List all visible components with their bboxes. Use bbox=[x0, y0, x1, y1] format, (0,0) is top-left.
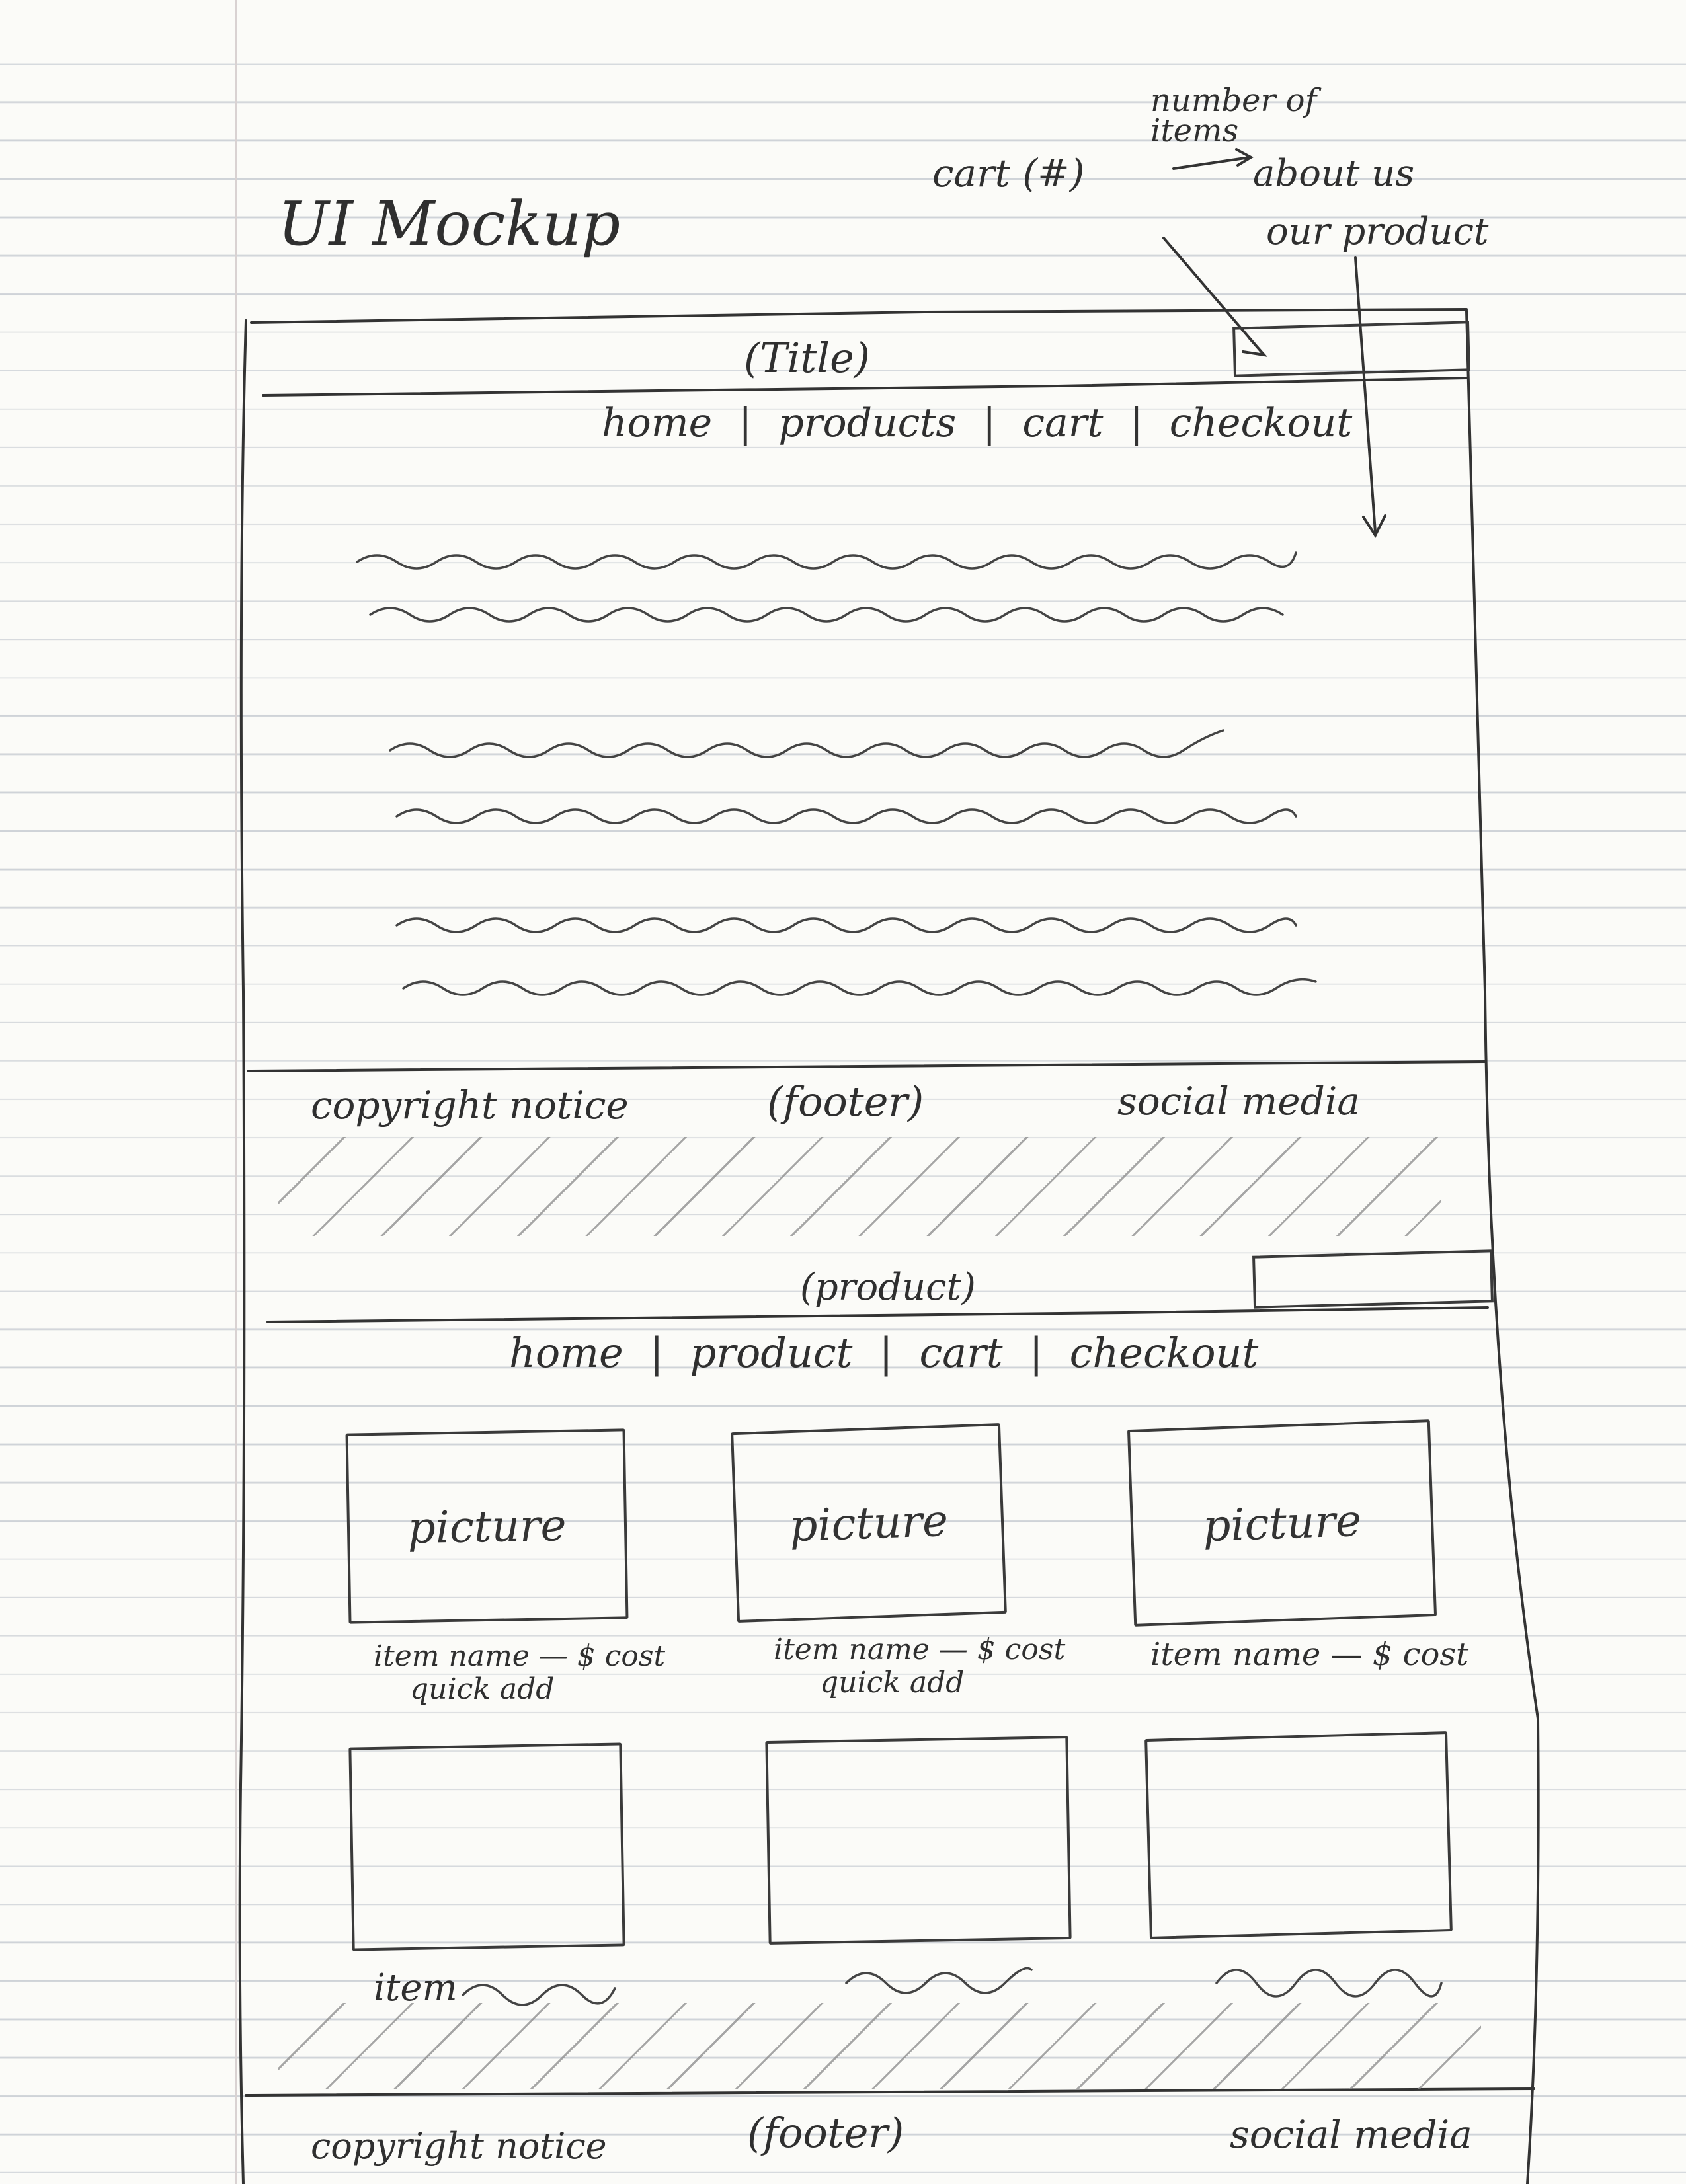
product-picture-empty[interactable] bbox=[1144, 1731, 1453, 1939]
cart-arrow bbox=[1172, 148, 1254, 170]
home-footer-copyright: copyright notice bbox=[311, 1083, 629, 1128]
product-nav: home | product | cart | checkout bbox=[509, 1329, 1258, 1377]
product-picture-empty[interactable] bbox=[348, 1742, 625, 1951]
cart-pointer bbox=[1162, 237, 1268, 357]
cart-note: number of items bbox=[1150, 82, 1317, 149]
quick-add-button[interactable]: quick add bbox=[820, 1666, 965, 1699]
product-title: (product) bbox=[800, 1266, 976, 1309]
product-picture-empty[interactable] bbox=[765, 1736, 1072, 1945]
nav-cart[interactable]: cart bbox=[919, 1329, 1003, 1377]
nav-checkout[interactable]: checkout bbox=[1169, 400, 1353, 446]
nav-products[interactable]: products bbox=[778, 400, 957, 446]
product-footer-copyright: copyright notice bbox=[311, 2125, 607, 2167]
product-footer-hatch bbox=[278, 2003, 1481, 2089]
home-footer-social[interactable]: social media bbox=[1117, 1079, 1360, 1124]
item-name-cost: item name — $ cost bbox=[374, 1639, 666, 1673]
about-us-annotation: about us bbox=[1253, 152, 1415, 195]
home-nav: home | products | cart | checkout bbox=[602, 400, 1352, 446]
cart-annotation: cart (#) bbox=[932, 151, 1085, 196]
product-header-underline bbox=[266, 1306, 1489, 1323]
our-product-annotation: our product bbox=[1266, 210, 1489, 253]
nav-separator: | bbox=[1129, 400, 1143, 446]
mockup-heading: UI Mockup bbox=[278, 188, 621, 259]
header-underline bbox=[262, 377, 1468, 397]
nav-checkout[interactable]: checkout bbox=[1069, 1329, 1259, 1377]
about-pointer bbox=[1354, 256, 1386, 539]
nav-separator: | bbox=[983, 400, 996, 446]
product-footer-social[interactable]: social media bbox=[1230, 2112, 1472, 2157]
nav-home[interactable]: home bbox=[509, 1329, 623, 1377]
nav-product[interactable]: product bbox=[690, 1329, 853, 1377]
item-name-cost: item name — $ cost bbox=[774, 1633, 1066, 1666]
nav-separator: | bbox=[649, 1329, 664, 1377]
row2-item-caption: item bbox=[374, 1967, 458, 2009]
home-footer-hatch bbox=[278, 1137, 1441, 1236]
product-picture[interactable]: picture bbox=[1127, 1419, 1437, 1627]
nav-cart[interactable]: cart bbox=[1022, 400, 1104, 446]
home-top-links-box[interactable] bbox=[1232, 321, 1470, 377]
product-picture[interactable]: picture bbox=[345, 1428, 629, 1624]
row2-caption-squiggles bbox=[462, 1967, 1443, 2006]
quick-add-button[interactable]: quick add bbox=[410, 1672, 555, 1706]
nav-home[interactable]: home bbox=[602, 400, 713, 446]
nav-separator: | bbox=[1029, 1329, 1043, 1377]
home-footer-line bbox=[247, 1060, 1486, 1072]
page-frame-left bbox=[238, 319, 247, 2184]
home-title: (Title) bbox=[744, 334, 870, 382]
page-frame-right bbox=[1465, 309, 1540, 2184]
nav-separator: | bbox=[879, 1329, 893, 1377]
product-footer-label: (footer) bbox=[747, 2109, 904, 2157]
item-name-cost: item name — $ cost bbox=[1150, 1636, 1469, 1673]
product-footer-line bbox=[245, 2087, 1535, 2097]
page-frame-top bbox=[250, 308, 1468, 324]
nav-separator: | bbox=[739, 400, 752, 446]
product-top-links-box[interactable] bbox=[1252, 1249, 1494, 1309]
product-picture[interactable]: picture bbox=[731, 1423, 1007, 1623]
home-footer-label: (footer) bbox=[767, 1077, 924, 1126]
placeholder-text-lines bbox=[356, 551, 1317, 996]
margin-line bbox=[235, 0, 237, 2184]
